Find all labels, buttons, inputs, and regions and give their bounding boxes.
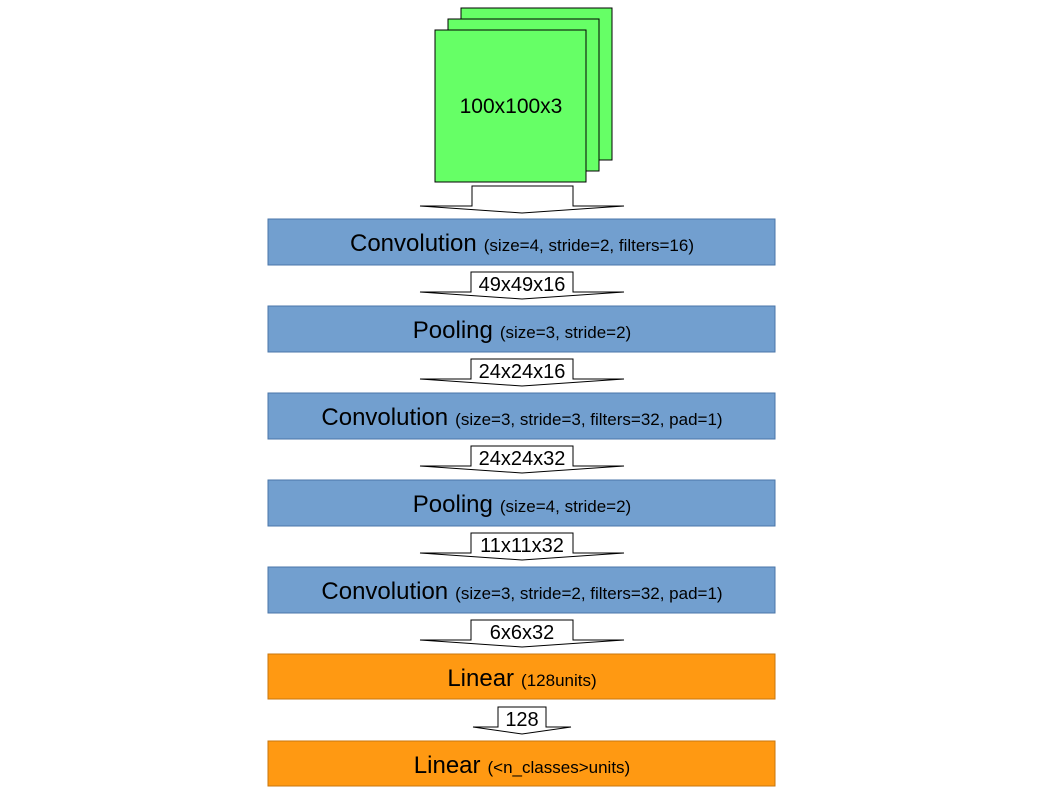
arrow-conv2-to-pool2: 24x24x32 (419, 445, 625, 474)
layer-convolution-1: Convolution (size=4, stride=2, filters=16… (267, 218, 776, 266)
arrow-linear1-to-linear2: 128 (472, 706, 572, 735)
tensor-shape-label: 128 (505, 709, 538, 731)
layer-name: Linear (447, 665, 514, 692)
layer-label: Convolution (size=3, stride=3, filters=32… (321, 404, 722, 431)
layer-box (267, 392, 776, 440)
layer-name: Pooling (413, 491, 493, 518)
arrow-shape (419, 271, 625, 300)
layer-params: (size=4, stride=2) (500, 497, 631, 516)
arrow-input-to-conv1 (419, 185, 625, 214)
layer-params: (size=3, stride=3, filters=32, pad=1) (455, 410, 722, 429)
layer-label: Linear (<n_classes>units) (414, 752, 630, 779)
layer-label: Linear (128units) (447, 665, 596, 692)
arrow-pool1-to-conv2: 24x24x16 (419, 358, 625, 387)
layer-box (267, 479, 776, 527)
layer-name: Convolution (350, 230, 477, 257)
arrow-conv1-to-pool1: 49x49x16 (419, 271, 625, 300)
layer-params: (size=3, stride=2, filters=32, pad=1) (455, 584, 722, 603)
layer-box (267, 740, 776, 787)
layer-params: (<n_classes>units) (488, 758, 631, 777)
layer-box (267, 218, 776, 266)
arrow-shape (419, 532, 625, 561)
layer-box (267, 653, 776, 700)
layer-label: Pooling (size=3, stride=2) (413, 317, 631, 344)
layer-convolution-3: Convolution (size=3, stride=2, filters=32… (267, 566, 776, 614)
arrow-shape (419, 445, 625, 474)
layer-params: (128units) (521, 671, 597, 690)
layer-box (267, 305, 776, 353)
layer-linear-1: Linear (128units) (267, 653, 776, 700)
layer-params: (size=4, stride=2, filters=16) (484, 236, 694, 255)
layer-label: Convolution (size=4, stride=2, filters=16… (350, 230, 694, 257)
arrow-shape (419, 185, 625, 214)
tensor-shape-label: 11x11x32 (480, 535, 564, 557)
arrow-pool2-to-conv3: 11x11x32 (419, 532, 625, 561)
tensor-shape-label: 24x24x32 (479, 448, 566, 470)
arrow-shape (419, 619, 625, 648)
arrow-shape (419, 358, 625, 387)
layer-box (267, 566, 776, 614)
layer-label: Convolution (size=3, stride=2, filters=32… (321, 578, 722, 605)
input-sheet-front (434, 29, 587, 183)
layer-label: Pooling (size=4, stride=2) (413, 491, 631, 518)
input-stack: 100x100x3 (434, 7, 613, 183)
layer-name: Convolution (321, 578, 448, 605)
layer-name: Pooling (413, 317, 493, 344)
tensor-shape-label: 6x6x32 (490, 622, 555, 644)
input-dimensions: 100x100x3 (460, 95, 563, 118)
layer-name: Convolution (321, 404, 448, 431)
arrow-shape (472, 706, 572, 735)
tensor-shape-label: 49x49x16 (479, 274, 566, 296)
tensor-shape-label: 24x24x16 (479, 361, 566, 383)
layer-pooling-2: Pooling (size=4, stride=2) (267, 479, 776, 527)
layer-name: Linear (414, 752, 481, 779)
arrow-conv3-to-linear1: 6x6x32 (419, 619, 625, 648)
layer-params: (size=3, stride=2) (500, 323, 631, 342)
layer-pooling-1: Pooling (size=3, stride=2) (267, 305, 776, 353)
layer-convolution-2: Convolution (size=3, stride=3, filters=32… (267, 392, 776, 440)
layer-linear-2: Linear (<n_classes>units) (267, 740, 776, 787)
